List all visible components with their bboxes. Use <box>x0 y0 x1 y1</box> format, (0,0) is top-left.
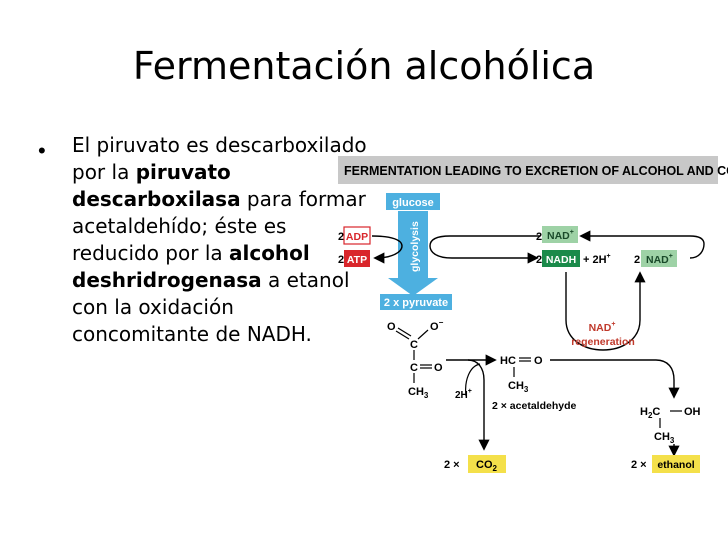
bullet-text-3: a etanol con la oxidación concomitante d… <box>72 268 350 346</box>
figure-header-bar <box>338 156 718 184</box>
ethanol-box <box>652 455 700 473</box>
bullet-text-1: El piruvato es descarboxilado por la <box>72 133 367 184</box>
adp-atp-arrow <box>371 235 403 264</box>
pyruvate-C2: C <box>410 362 418 374</box>
pyruvate-O-left: O <box>387 321 396 333</box>
nadh-box <box>542 250 580 267</box>
nad-regeneration-label-1: NAD+ <box>589 321 616 334</box>
nad-box <box>542 226 578 243</box>
nad-loop-bottom <box>429 245 539 264</box>
bullet-text: El piruvato es descarboxilado por la pir… <box>72 132 372 348</box>
pyruvate-label: 2 x pyruvate <box>384 297 448 309</box>
acetaldehyde-label: 2 × acetaldehyde <box>492 400 576 412</box>
bullet-dot: • <box>38 138 46 163</box>
adp-coef: 2 <box>338 231 344 243</box>
nad-coef: 2 <box>536 231 542 243</box>
nad-right-label: NAD+ <box>646 253 673 266</box>
ethanol-CH3: CH3 <box>654 431 675 445</box>
nad-loop-top <box>429 235 540 247</box>
nad-label: NAD+ <box>547 229 574 242</box>
nadh-coef: 2 <box>536 254 542 266</box>
bullet-bold-enzyme-2: alcohol deshridrogenasa <box>72 241 310 292</box>
pyruvate-O-right: O− <box>430 318 444 333</box>
ethanol-H2C: H2C <box>640 406 660 420</box>
co2-box <box>468 455 506 473</box>
nad-regeneration-label-2: regeneration <box>571 336 635 348</box>
pyruvate-box <box>380 294 452 310</box>
glycolysis-label: glycolysis <box>409 221 421 272</box>
adp-label: ADP <box>346 231 368 243</box>
nad-return-arrow <box>579 230 705 259</box>
atp-label: ATP <box>347 254 367 266</box>
nadh-label: NADH <box>546 254 576 266</box>
atp-coef: 2 <box>338 254 344 266</box>
ethanol-OH: OH <box>684 406 701 418</box>
ethanol-label: ethanol <box>657 459 694 471</box>
ethanol-coef: 2 × <box>631 459 647 471</box>
figure-header: FERMENTATION LEADING TO EXCRETION OF ALC… <box>344 164 728 180</box>
glycolysis-arrow <box>388 211 438 296</box>
pyruvate-C1: C <box>410 339 418 351</box>
glucose-box <box>386 193 440 210</box>
acetaldehyde-HC: HC <box>500 355 516 367</box>
nad-right-coef: 2 <box>634 254 640 266</box>
bullet-bold-enzyme-1: piruvato descarboxilasa <box>72 160 241 211</box>
acetaldehyde-CH3: CH3 <box>508 380 529 394</box>
bullet-text-2: para formar acetaldehído; éste es reduci… <box>72 187 366 265</box>
co2-label: CO2 <box>476 459 498 473</box>
acetaldehyde-O: O <box>534 355 543 367</box>
atp-box <box>344 250 370 267</box>
nad-right-box <box>641 250 677 267</box>
pyruvate-O-ketone: O <box>434 362 443 374</box>
slide-title: Fermentación alcohólica <box>132 44 596 88</box>
2h-label: 2H+ <box>455 388 472 401</box>
co2-coef: 2 × <box>444 459 460 471</box>
glucose-label: glucose <box>392 197 434 209</box>
h-input-curve <box>465 363 481 397</box>
acetaldehyde-to-ethanol-arrow <box>550 359 680 399</box>
plus-2h-label: + 2H+ <box>583 253 611 266</box>
pyruvate-CH3: CH3 <box>408 386 429 400</box>
co2-branch-arrow <box>467 359 490 451</box>
nad-regeneration-curve <box>565 271 646 351</box>
adp-box <box>343 226 371 245</box>
